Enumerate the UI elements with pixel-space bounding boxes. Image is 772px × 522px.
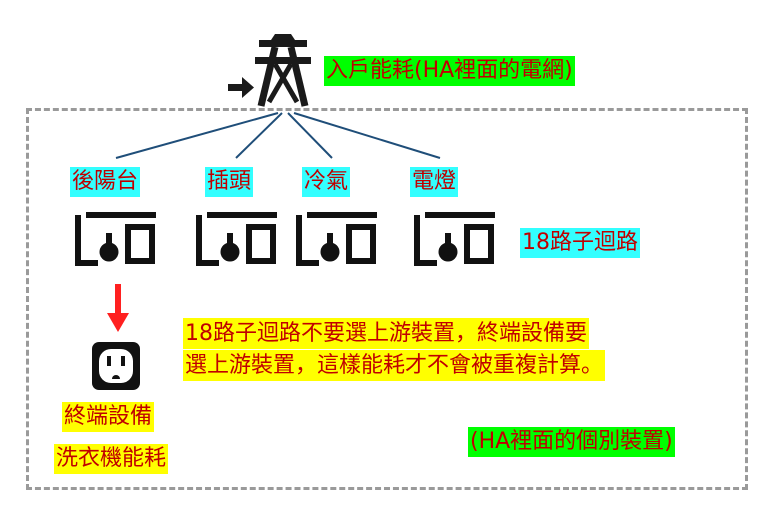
ha-devices-boundary [26,108,748,490]
circuit-label-outlets: 插頭 [205,167,254,197]
power-outlet-icon [92,342,140,390]
power-tower-icon [228,34,311,107]
washing-machine-label: 洗衣機能耗 [54,444,169,474]
circuit-label-back-balcony: 後陽台 [70,167,141,197]
breaker-icon [414,212,495,266]
circuit-label-air-conditioner: 冷氣 [302,167,351,197]
breaker-icon [296,212,377,266]
note-line-1: 18路子迴路不要選上游裝置，終端設備要 [183,318,589,349]
down-arrow-icon [107,284,129,332]
terminal-device-label: 終端設備 [62,402,155,432]
individual-devices-label: (HA裡面的個別裝置) [468,427,675,457]
breaker-icon [196,212,277,266]
circuit-label-lights: 電燈 [410,167,459,197]
grid-entry-label: 入戶能耗(HA裡面的電網) [324,56,575,86]
subcircuit-label: 18路子迴路 [520,228,640,258]
breaker-icon [75,212,156,266]
note-line-2: 選上游裝置，這樣能耗才不會被重複計算。 [183,350,606,381]
